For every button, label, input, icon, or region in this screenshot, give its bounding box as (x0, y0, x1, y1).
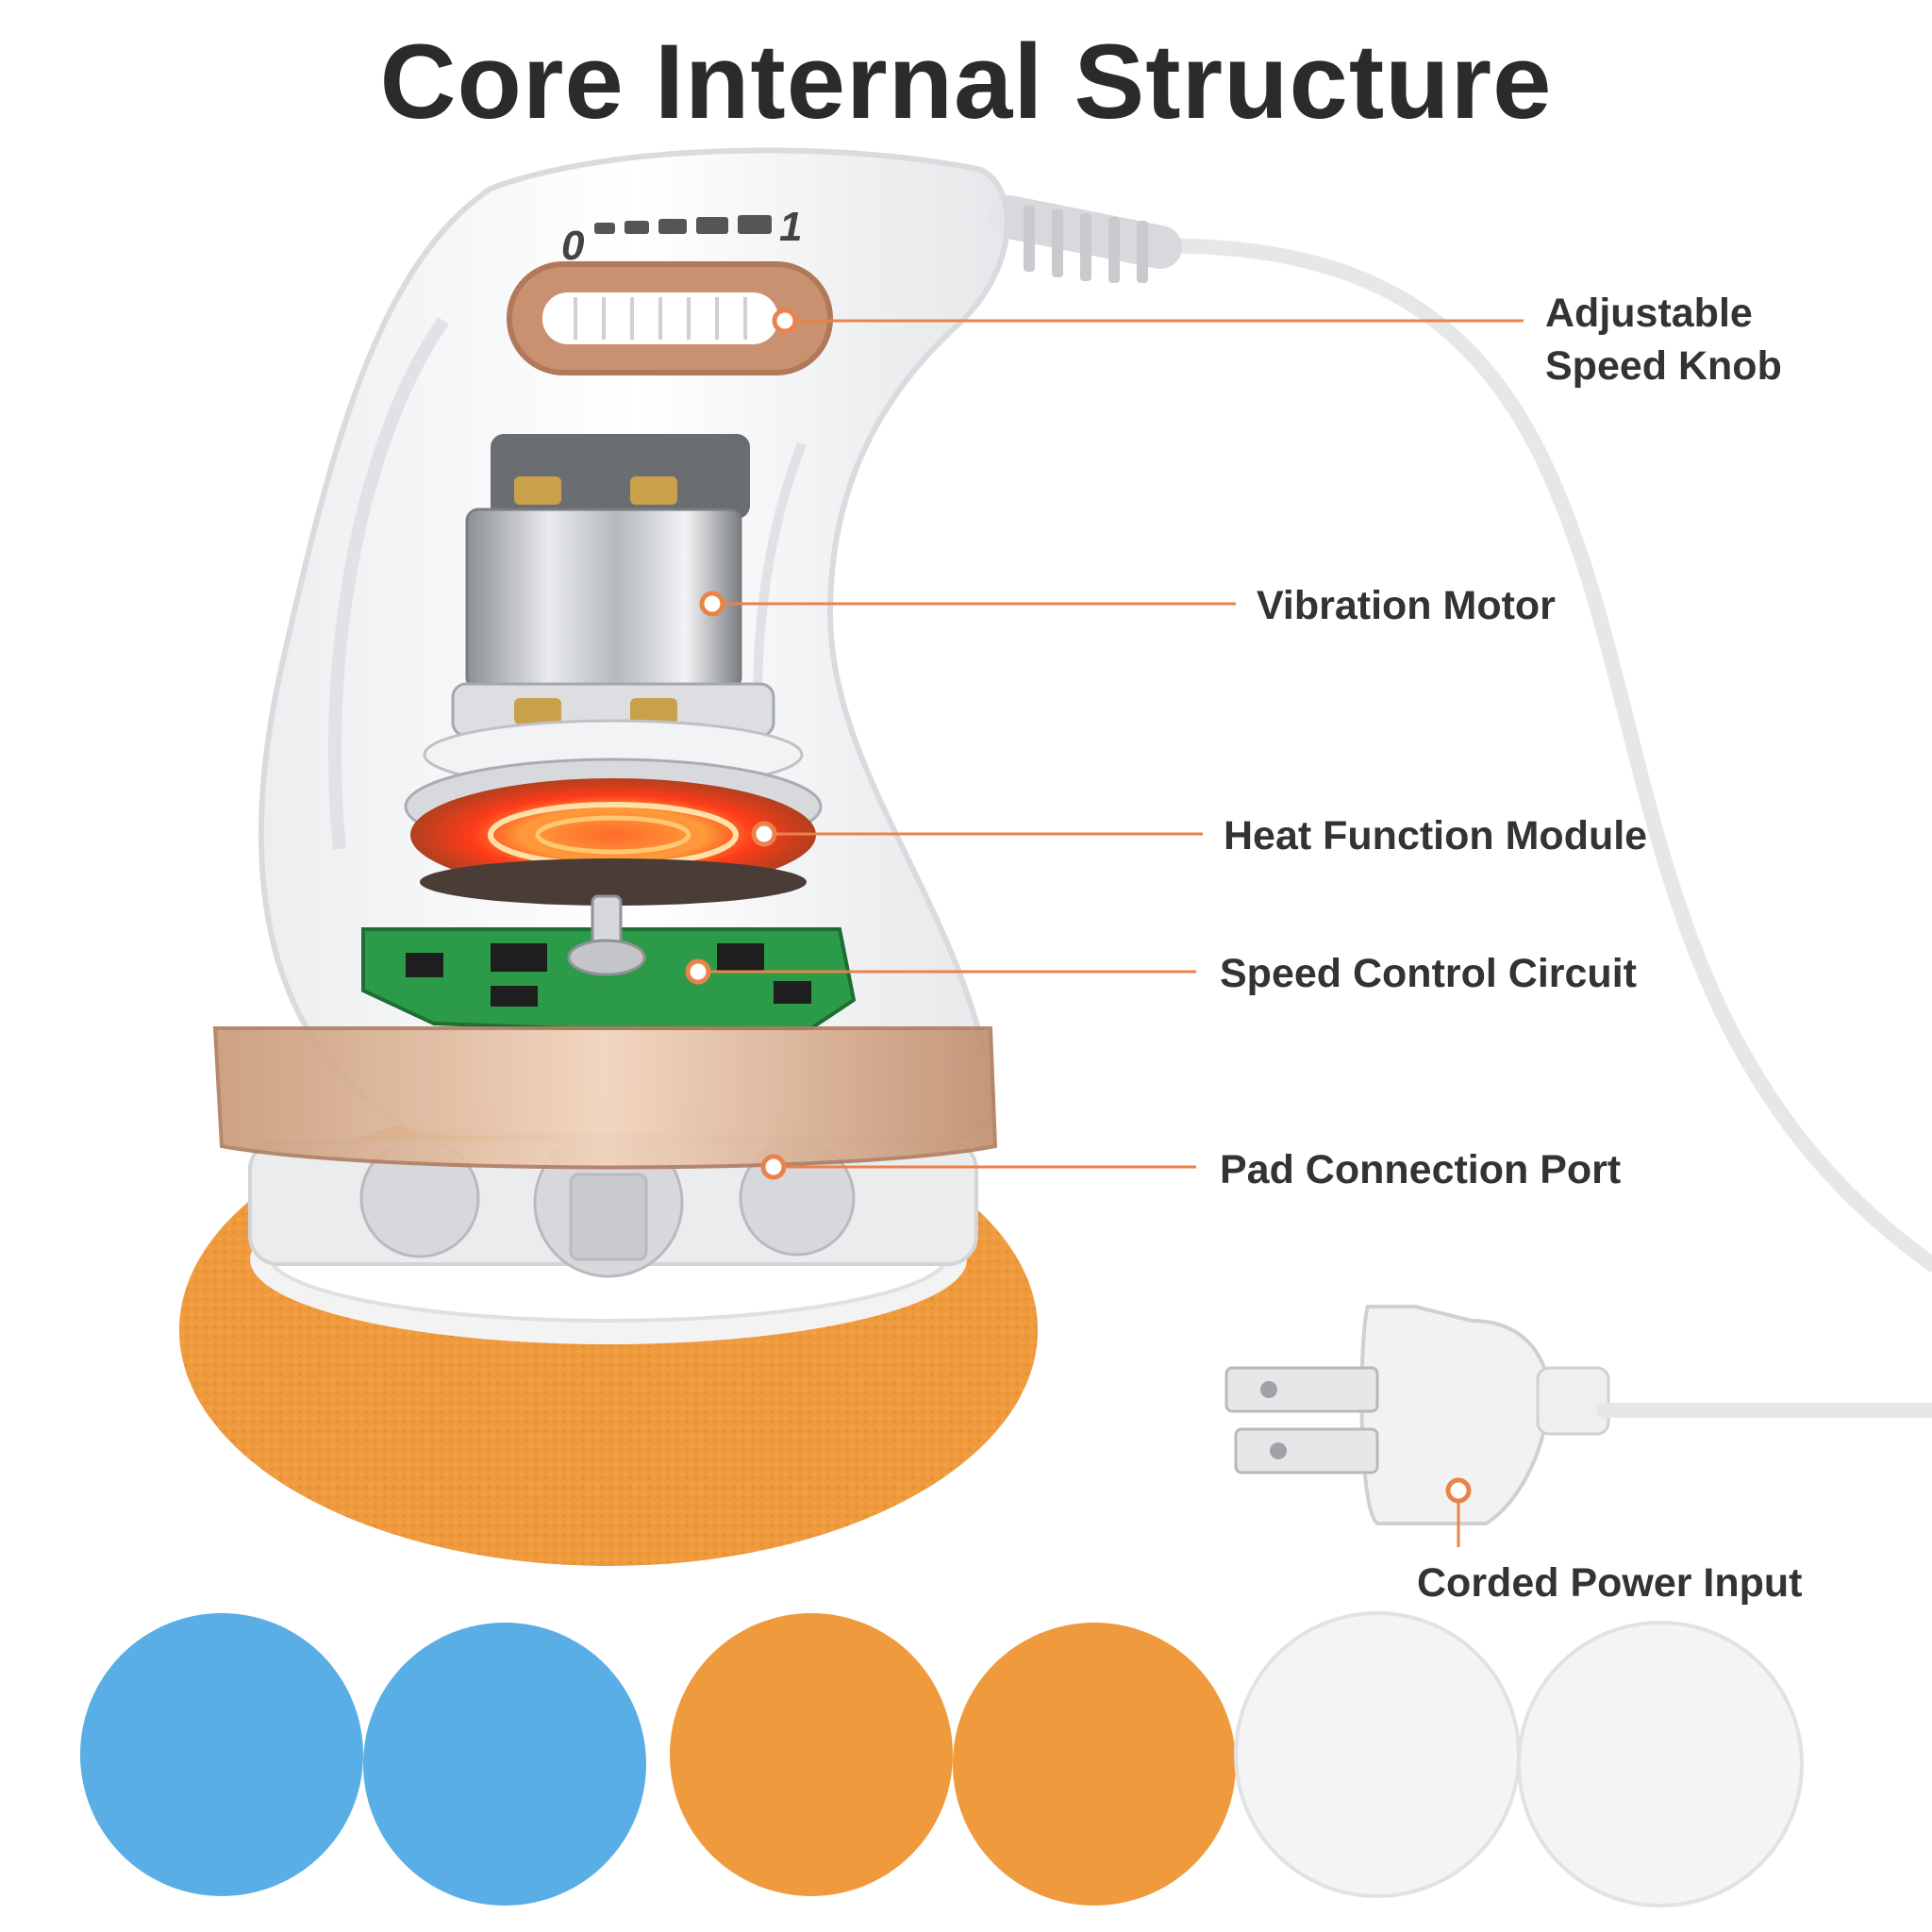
speed-scale-marks (594, 215, 772, 234)
accessory-pad (953, 1623, 1236, 1906)
callout-label-port: Pad Connection Port (1220, 1147, 1622, 1192)
callout-label-heat: Heat Function Module (1224, 813, 1648, 858)
page-title: Core Internal Structure (379, 23, 1553, 141)
leader-dot-power (1445, 1477, 1472, 1504)
accessory-pads (80, 1611, 1804, 1907)
accessory-pad (1234, 1611, 1521, 1898)
accessory-pad (670, 1613, 953, 1896)
power-cord (1096, 238, 1932, 1272)
copper-band (212, 1026, 998, 1170)
speed-scale-max-label: 1 (779, 204, 803, 250)
speed-scale-min-label: 0 (561, 223, 585, 269)
leader-dot-knob (772, 308, 798, 334)
vibration-motor (465, 508, 742, 691)
callout-label-knob: Adjustable Speed Knob (1545, 291, 1782, 389)
leader-dot-motor (699, 591, 725, 617)
cord-strain-relief (1024, 206, 1148, 283)
leader-dot-circuit (685, 958, 711, 985)
accessory-pad (1517, 1621, 1804, 1907)
callout-leaders (685, 308, 1524, 1547)
accessory-pad (80, 1613, 363, 1896)
callout-label-motor: Vibration Motor (1257, 583, 1556, 628)
callout-label-power: Corded Power Input (1417, 1560, 1803, 1606)
callout-label-circuit: Speed Control Circuit (1220, 951, 1637, 996)
leader-dot-heat (751, 821, 777, 847)
accessory-pad (363, 1623, 646, 1906)
leader-dot-port (760, 1154, 787, 1180)
